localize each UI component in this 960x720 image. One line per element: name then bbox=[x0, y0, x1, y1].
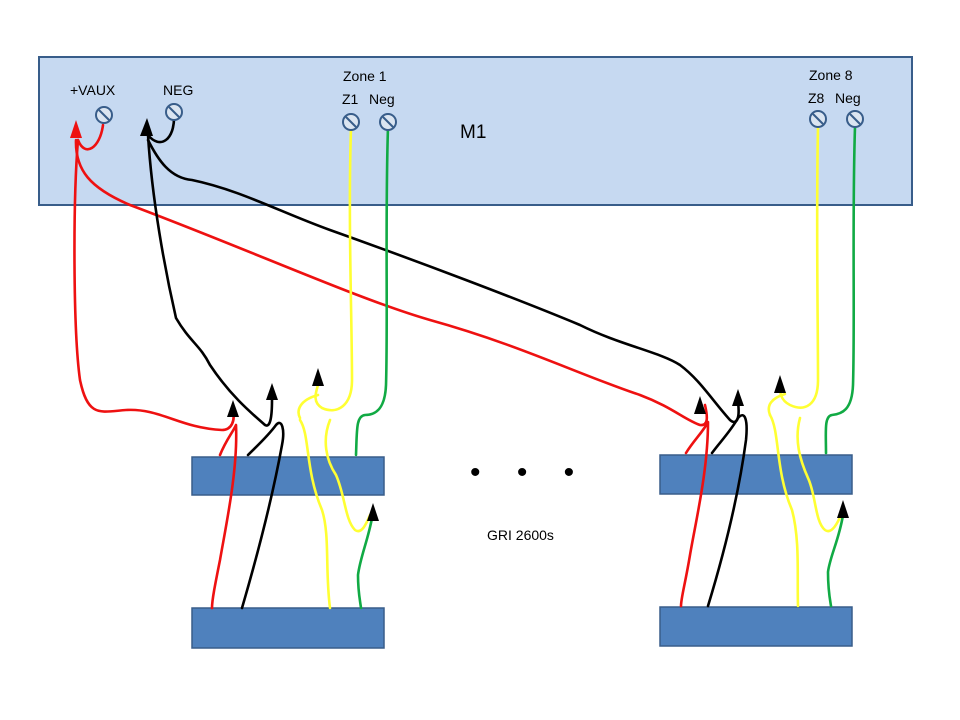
z1-terminal-icon bbox=[342, 113, 360, 131]
yellow-wire-right-tail bbox=[767, 392, 844, 533]
red-wire-vaux-left bbox=[73, 123, 235, 432]
green-wires bbox=[354, 125, 857, 610]
black-wire-left-upper bbox=[240, 421, 285, 610]
red-wires bbox=[73, 123, 710, 610]
device-right-upper bbox=[659, 454, 853, 495]
green-wire-z8-neg bbox=[824, 125, 857, 455]
panel-name: M1 bbox=[460, 122, 486, 143]
zone8-label: Zone 8 bbox=[809, 67, 853, 83]
arrowheads bbox=[70, 118, 849, 521]
m1-panel bbox=[38, 56, 913, 206]
device-right-lower bbox=[659, 606, 853, 647]
red-wire-vaux-right bbox=[74, 138, 709, 427]
z1-neg-terminal-icon bbox=[379, 113, 397, 131]
arrowhead-left-red bbox=[227, 400, 239, 417]
vaux-label: +VAUX bbox=[70, 82, 116, 98]
black-wire-neg-right bbox=[146, 138, 740, 424]
green-wire-left-lower bbox=[356, 516, 374, 610]
terminal-screws bbox=[95, 103, 864, 131]
arrowhead-right-green bbox=[837, 500, 849, 518]
yellow-wire-left-loop bbox=[298, 418, 332, 610]
yellow-wire-z8 bbox=[778, 126, 820, 409]
device-left-upper bbox=[191, 456, 385, 496]
red-wire-right-upper bbox=[679, 420, 710, 608]
yellow-wire-right-loop bbox=[768, 413, 800, 608]
z8-terminal-icon bbox=[809, 110, 827, 128]
yellow-wires bbox=[297, 126, 844, 610]
devices-ellipsis: • • • bbox=[470, 456, 588, 489]
arrowhead-left-green bbox=[367, 503, 379, 521]
green-wire-right-lower bbox=[826, 513, 845, 608]
z8-label: Z8 bbox=[808, 90, 825, 106]
arrowhead-right-yellow bbox=[774, 375, 786, 393]
z8-neg-label: Neg bbox=[835, 90, 861, 106]
device-left-lower bbox=[191, 607, 385, 649]
neg-terminal-icon bbox=[165, 103, 183, 121]
arrowhead-right-black bbox=[732, 389, 744, 406]
arrowhead-vaux bbox=[70, 120, 82, 138]
black-wire-right-upper bbox=[706, 413, 748, 608]
z8-neg-terminal-icon bbox=[846, 110, 864, 128]
yellow-wire-left-tail bbox=[297, 393, 372, 533]
yellow-wire-z1 bbox=[314, 126, 354, 412]
arrowhead-right-red bbox=[694, 396, 706, 414]
red-wire-left-upper bbox=[210, 423, 238, 610]
devices-label: GRI 2600s bbox=[487, 527, 554, 543]
arrowhead-left-yellow bbox=[312, 368, 324, 386]
z1-label: Z1 bbox=[342, 91, 359, 107]
arrowhead-left-black bbox=[266, 383, 278, 400]
arrowhead-neg bbox=[140, 118, 153, 136]
z1-neg-label: Neg bbox=[369, 91, 395, 107]
green-wire-z1-neg bbox=[354, 125, 390, 457]
zone1-label: Zone 1 bbox=[343, 68, 387, 84]
neg-label: NEG bbox=[163, 82, 193, 98]
vaux-terminal-icon bbox=[95, 106, 113, 124]
